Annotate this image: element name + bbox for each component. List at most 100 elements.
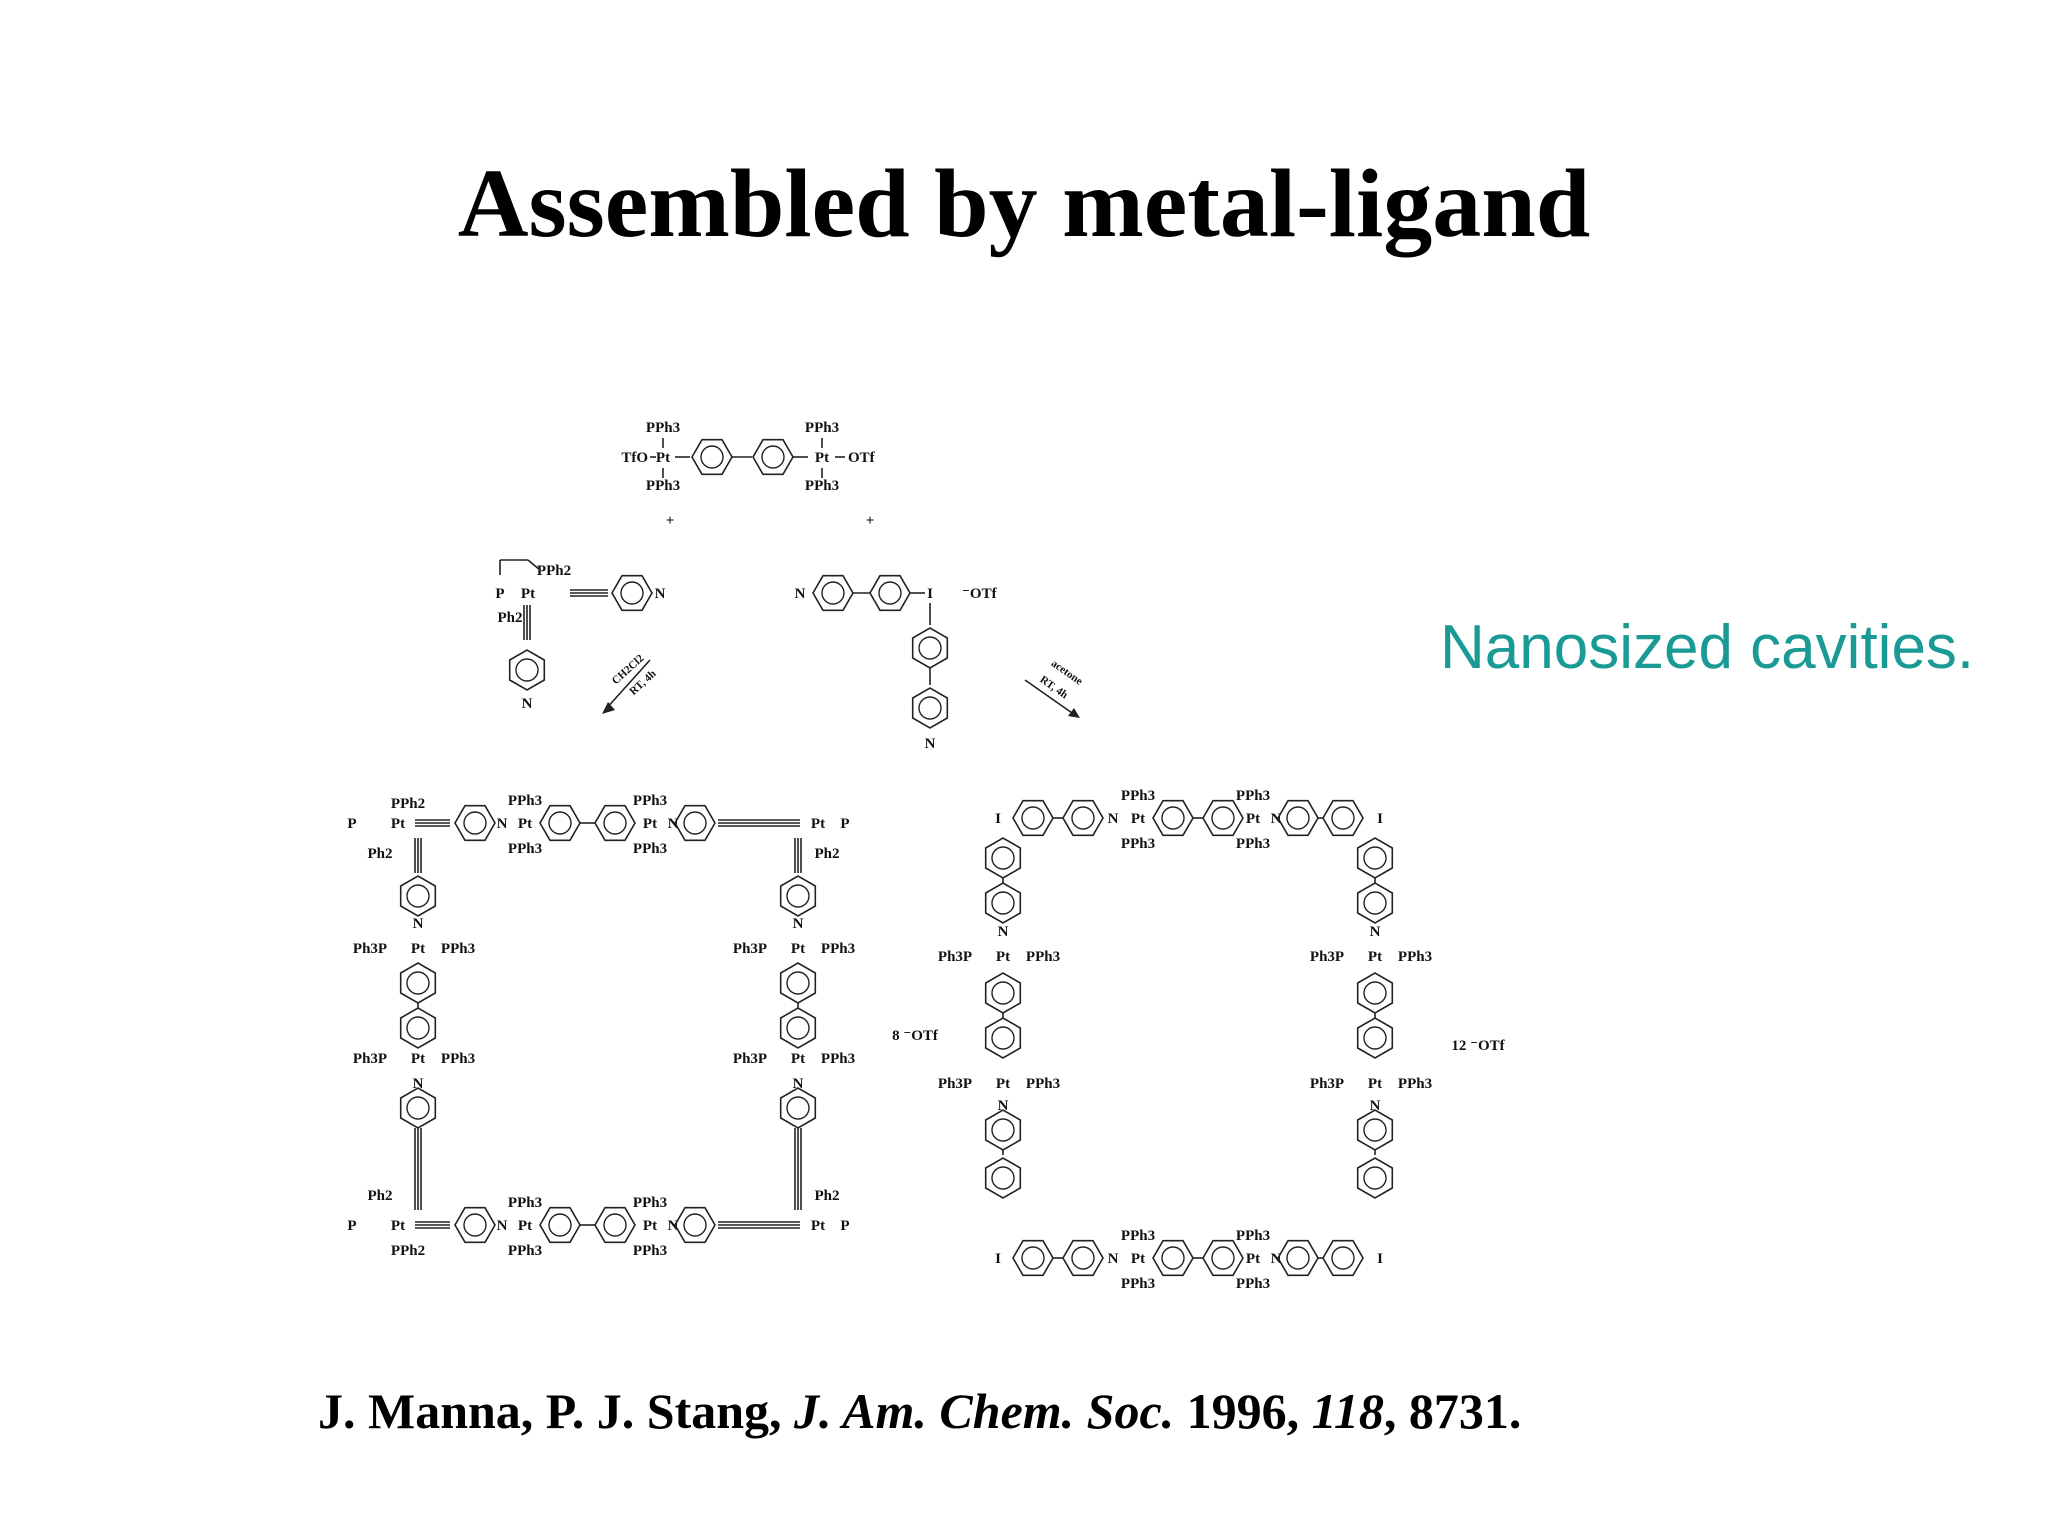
i-label: I — [995, 1251, 1001, 1267]
ph3p-label: Ph3P — [733, 1051, 767, 1067]
ring-inner-circle — [1363, 1118, 1387, 1142]
otf-label: ⁻OTf — [962, 586, 998, 602]
bond-line — [527, 559, 541, 571]
pph3-label: PPh3 — [1236, 788, 1270, 804]
n-label: N — [998, 1098, 1009, 1114]
otf-label: OTf — [848, 450, 876, 466]
edge-pt: Pt — [518, 816, 532, 832]
aromatic-ring — [611, 574, 653, 612]
aromatic-ring — [1322, 1239, 1364, 1277]
n-label: N — [925, 736, 936, 752]
aromatic-ring — [1356, 882, 1394, 924]
aromatic-ring — [399, 962, 437, 1004]
aromatic-ring — [984, 972, 1022, 1014]
n-label: N — [793, 1076, 804, 1092]
ring-inner-circle — [1071, 806, 1095, 830]
ring-inner-circle — [821, 581, 845, 605]
aromatic-ring — [1202, 799, 1244, 837]
n-label: N — [655, 586, 666, 602]
edge-pt: Pt — [643, 1218, 657, 1234]
i-label: I — [995, 811, 1001, 827]
edge-pt: Pt — [643, 816, 657, 832]
ph2-label: Ph2 — [367, 1188, 392, 1204]
ring-inner-circle — [515, 658, 539, 682]
pph2-label: PPh2 — [391, 796, 425, 812]
reaction-arrow — [1024, 679, 1076, 716]
ring-inner-circle — [918, 696, 942, 720]
reaction-arrow — [604, 659, 651, 711]
aromatic-ring — [1062, 799, 1104, 837]
p-label: P — [495, 586, 504, 602]
pph3-label: PPh3 — [1236, 1228, 1270, 1244]
n-label: N — [497, 816, 508, 832]
citation-volume: 118 — [1311, 1383, 1384, 1439]
pph3-label: PPh3 — [633, 1243, 667, 1259]
edge-pt: Pt — [1368, 949, 1382, 965]
aromatic-ring — [911, 687, 949, 729]
ring-inner-circle — [786, 1096, 810, 1120]
n-label: N — [668, 816, 679, 832]
ring-inner-circle — [786, 884, 810, 908]
aromatic-ring — [1356, 972, 1394, 1014]
i-label: I — [1377, 1251, 1383, 1267]
pph3-label: PPh3 — [633, 793, 667, 809]
pt-label: Pt — [656, 450, 670, 466]
arrow-head — [1068, 708, 1080, 718]
n-label: N — [1108, 1251, 1119, 1267]
ring-inner-circle — [1363, 891, 1387, 915]
corner-pt: Pt — [391, 816, 405, 832]
side-note: Nanosized cavities. — [1440, 613, 1975, 682]
aromatic-ring — [508, 649, 546, 691]
left-counterions: 8 ⁻OTf — [892, 1028, 939, 1044]
aromatic-ring — [1152, 799, 1194, 837]
ring-inner-circle — [1021, 1246, 1045, 1270]
aromatic-ring — [399, 1007, 437, 1049]
ring-inner-circle — [620, 581, 644, 605]
pph3-label: PPh3 — [508, 793, 542, 809]
edge-pt: Pt — [1368, 1076, 1382, 1092]
aromatic-ring — [869, 574, 911, 612]
pt-label: Pt — [815, 450, 829, 466]
ring-inner-circle — [786, 971, 810, 995]
n-label: N — [668, 1218, 679, 1234]
citation-authors: J. Manna, P. J. Stang, — [318, 1383, 795, 1439]
aromatic-ring — [779, 875, 817, 917]
aromatic-ring — [1012, 1239, 1054, 1277]
ring-inner-circle — [1363, 981, 1387, 1005]
ring-inner-circle — [1363, 1026, 1387, 1050]
n-label: N — [1271, 1251, 1282, 1267]
ring-inner-circle — [1211, 806, 1235, 830]
ph3p-label: Ph3P — [938, 1076, 972, 1092]
pph3-label: PPh3 — [1026, 1076, 1060, 1092]
pph3-label: PPh3 — [1121, 836, 1155, 852]
p-label: P — [347, 816, 356, 832]
pph3-label: PPh3 — [1236, 836, 1270, 852]
aromatic-ring — [984, 1157, 1022, 1199]
n-label: N — [522, 696, 533, 712]
pph3-label: PPh3 — [1121, 788, 1155, 804]
aromatic-ring — [691, 438, 733, 476]
pph3-label: PPh3 — [633, 1195, 667, 1211]
pph3-label: PPh3 — [441, 1051, 475, 1067]
citation: J. Manna, P. J. Stang, J. Am. Chem. Soc.… — [318, 1382, 1521, 1440]
aromatic-ring — [1277, 799, 1319, 837]
ph3p-label: Ph3P — [938, 949, 972, 965]
edge-pt: Pt — [1246, 1251, 1260, 1267]
n-label: N — [1370, 1098, 1381, 1114]
corner-pt: Pt — [811, 816, 825, 832]
aromatic-ring — [779, 962, 817, 1004]
ring-inner-circle — [1363, 846, 1387, 870]
pph3-label: PPh3 — [1398, 949, 1432, 965]
ring-inner-circle — [786, 1016, 810, 1040]
ring-inner-circle — [1161, 1246, 1185, 1270]
aromatic-ring — [1152, 1239, 1194, 1277]
aromatic-ring — [984, 882, 1022, 924]
ring-inner-circle — [878, 581, 902, 605]
aromatic-ring — [752, 438, 794, 476]
ring-inner-circle — [683, 811, 707, 835]
p-label: P — [840, 1218, 849, 1234]
i-label: I — [1377, 811, 1383, 827]
aromatic-ring — [1062, 1239, 1104, 1277]
pph3-label: PPh3 — [1026, 949, 1060, 965]
